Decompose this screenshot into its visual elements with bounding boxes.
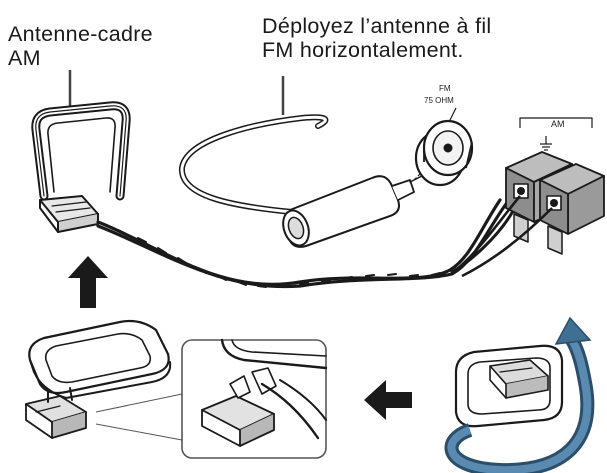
am-antenna-label-line2: AM <box>8 46 41 70</box>
curved-rotate-arrow-icon <box>444 316 595 473</box>
up-arrow-icon <box>68 256 108 308</box>
fm-port-label-line1: FM <box>439 84 451 93</box>
fm-instruction-label: Déployez l’antenne à fil FM horizontalem… <box>262 14 492 62</box>
left-arrow-icon <box>364 380 412 420</box>
fm-wire-antenna <box>179 114 435 248</box>
assembled-am-antenna <box>25 319 172 439</box>
am-terminal-block <box>455 117 605 278</box>
am-antenna-label-line1: Antenne-cadre <box>8 22 153 46</box>
zoom-detail-box <box>181 338 328 459</box>
ground-symbol-icon <box>540 136 552 151</box>
am-antenna-label: Antenne-cadre AM <box>8 22 153 70</box>
am-port-label: AM <box>551 119 565 129</box>
fm-instruction-line1: Déployez l’antenne à fil <box>262 14 492 38</box>
am-loop-antenna <box>31 101 131 233</box>
fm-instruction-line2: FM horizontalement. <box>262 38 464 62</box>
fm-port-label-line2: 75 OHM <box>424 96 454 105</box>
fm-75-ohm-jack <box>414 107 474 187</box>
rotating-am-antenna <box>454 344 564 428</box>
zoom-leader-top <box>95 393 183 413</box>
zoom-leader-bottom <box>95 423 183 441</box>
